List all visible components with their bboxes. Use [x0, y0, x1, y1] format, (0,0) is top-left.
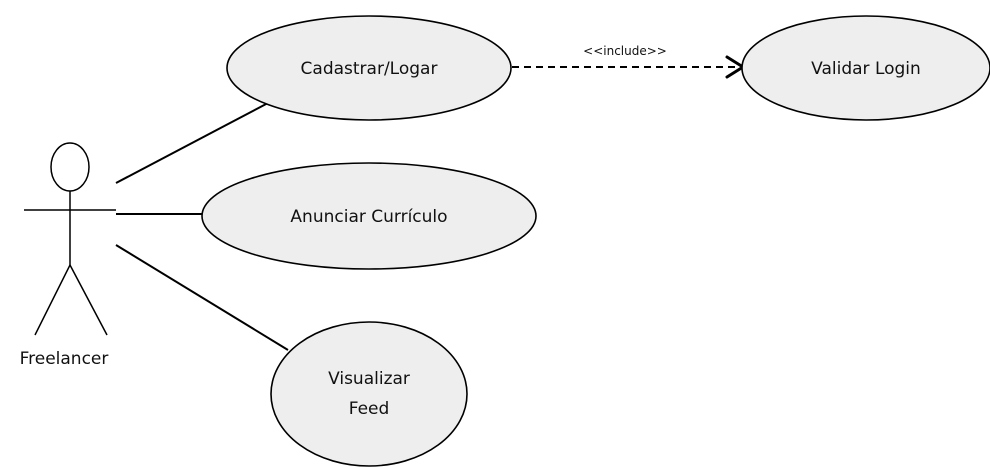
use-case-anunciar-curriculo[interactable]: Anunciar Currículo [201, 162, 537, 270]
use-case-validar-label: Validar Login [811, 59, 921, 79]
use-case-anunciar-label: Anunciar Currículo [290, 207, 447, 227]
use-case-visualizar-feed[interactable]: Visualizar Feed [270, 321, 468, 467]
actor-left-leg [34, 264, 71, 336]
use-case-cadastrar-ellipse [226, 15, 512, 121]
use-case-visualizar-label-line1: Visualizar [328, 369, 410, 389]
use-case-anunciar-ellipse [201, 162, 537, 270]
use-case-visualizar-label-line2: Feed [349, 399, 390, 419]
association-visualizar [115, 244, 289, 351]
include-stereotype-label: <<include>> [583, 44, 667, 58]
actor-freelancer[interactable]: Freelancer [20, 142, 116, 369]
actor-label: Freelancer [20, 349, 109, 369]
association-cadastrar [115, 102, 269, 184]
use-case-validar-login[interactable]: Validar Login [741, 15, 990, 121]
actor-head-icon [50, 142, 90, 192]
use-case-validar-ellipse [741, 15, 990, 121]
use-case-cadastrar-logar[interactable]: Cadastrar/Logar [226, 15, 512, 121]
use-case-visualizar-ellipse [270, 321, 468, 467]
use-case-cadastrar-label: Cadastrar/Logar [301, 59, 438, 79]
actor-right-leg [69, 264, 108, 336]
